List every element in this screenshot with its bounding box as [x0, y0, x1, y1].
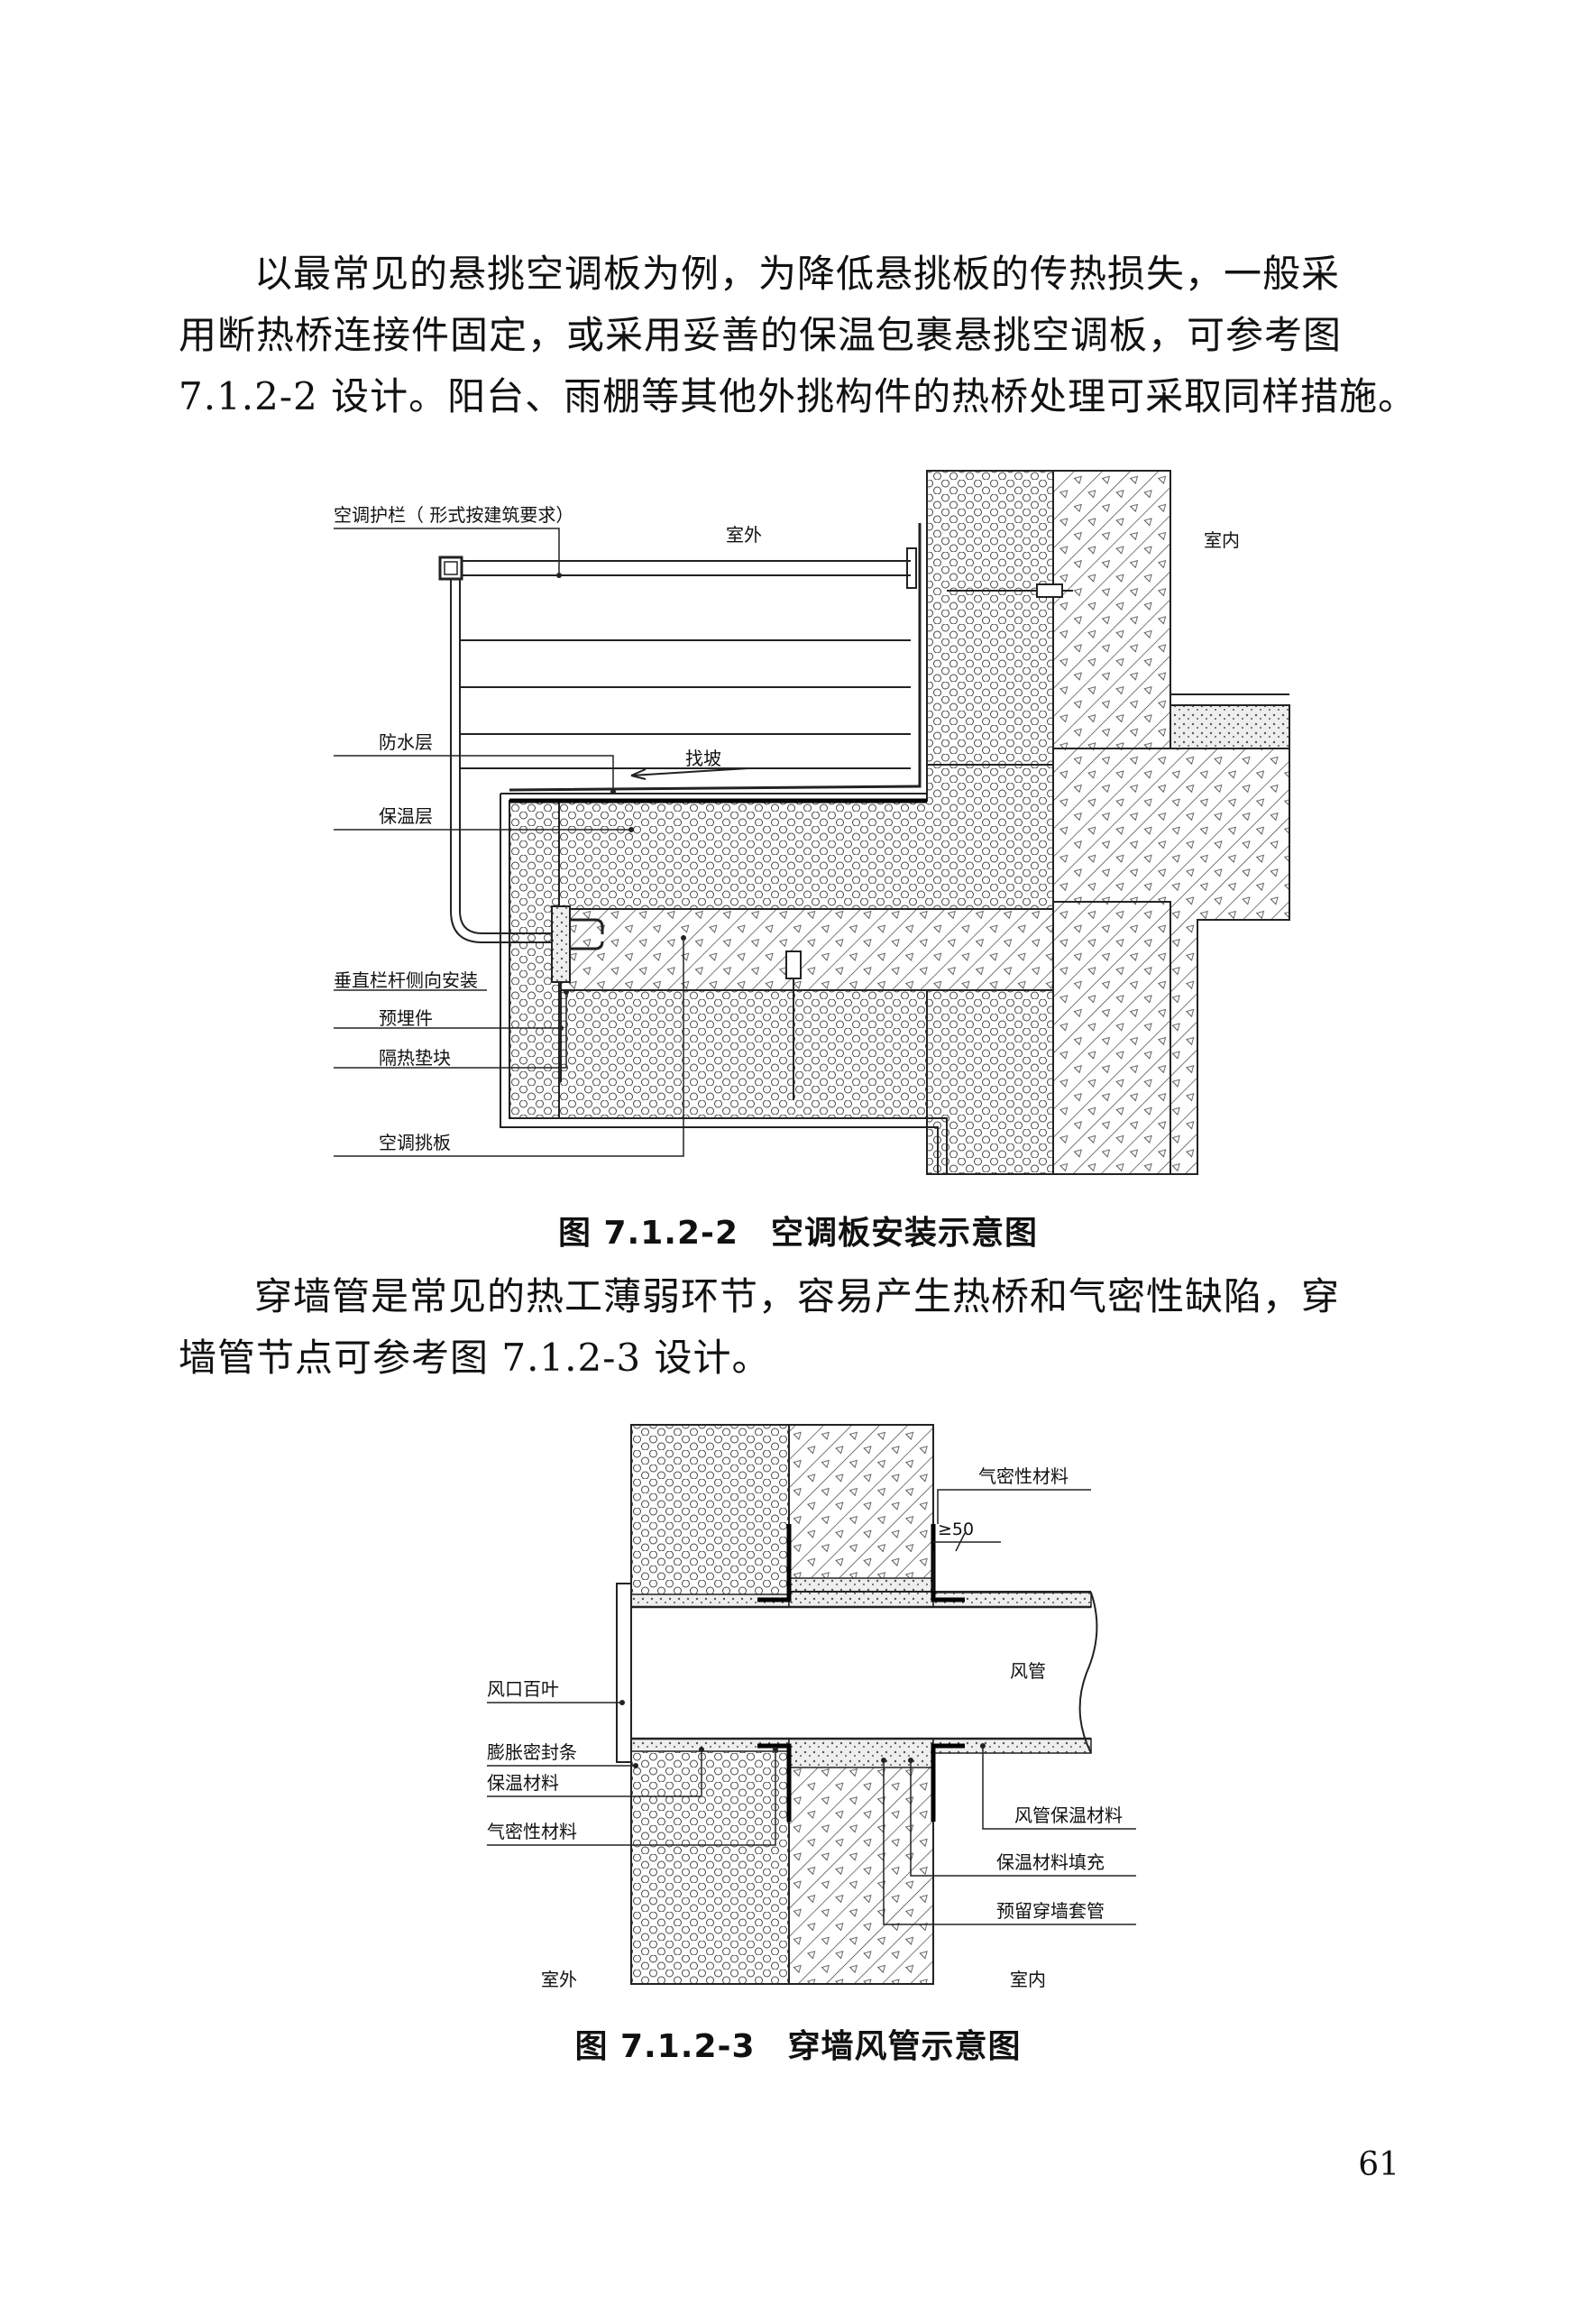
page-number: 61 [1358, 2146, 1399, 2183]
label-railing: 空调护栏（ 形式按建筑要求） [334, 504, 573, 526]
paragraph-line: 用断热桥连接件固定，或采用妥善的保温包裹悬挑空调板，可参考图 [179, 313, 1343, 357]
caption-title: 穿墙风管示意图 [787, 2028, 1022, 2065]
label-duct: 风管 [1010, 1660, 1046, 1682]
floor-screed [1169, 704, 1290, 749]
paragraph-line: 以最常见的悬挑空调板为例，为降低悬挑板的传热损失，一般采 [254, 252, 1341, 296]
floor-slab [1052, 748, 1290, 1175]
label-outdoor: 室外 [726, 524, 762, 546]
label-embedded: 预埋件 [379, 1007, 433, 1029]
caption-number: 图 7.1.2-3 [574, 2028, 756, 2065]
paragraph-1: 以最常见的悬挑空调板为例，为降低悬挑板的传热损失，一般采 用断热桥连接件固定，或… [179, 243, 1432, 427]
label-slope: 找坡 [685, 748, 721, 769]
label-insulation-fill: 保温材料填充 [996, 1851, 1105, 1873]
caption-number: 图 7.1.2-2 [557, 1215, 738, 1252]
paragraph-line: 穿墙管是常见的热工薄弱环节，容易产生热桥和气密性缺陷，穿 [254, 1274, 1341, 1318]
label-duct-insulation: 风管保温材料 [1014, 1804, 1123, 1826]
label-ac-slab: 空调挑板 [379, 1132, 451, 1153]
label-seal-strip: 膨胀密封条 [487, 1741, 577, 1763]
label-insulation-material: 保温材料 [487, 1772, 559, 1794]
figure-2-caption: 图 7.1.2-3 穿墙风管示意图 [0, 2020, 1596, 2067]
label-airtight-left: 气密性材料 [487, 1821, 577, 1842]
ac-slab-concrete [558, 908, 1054, 991]
figure-ac-slab-diagram: 空调护栏（ 形式按建筑要求） 室外 室内 防水层 找坡 保温层 垂直栏杆侧向安装… [334, 470, 1290, 1175]
figure-duct-diagram: 气密性材料 ≥50 风口百叶 风管 膨胀密封条 保温材料 气密性材料 风管保温材… [487, 1424, 1136, 1990]
thermal-pad [551, 905, 571, 983]
label-indoor: 室内 [1204, 529, 1240, 551]
label-vertical-rod: 垂直栏杆侧向安装 [334, 969, 478, 991]
paragraph-line: 墙管节点可参考图 7.1.2-3 设计。 [179, 1336, 771, 1380]
label-dimension: ≥50 [938, 1520, 974, 1539]
label-outdoor: 室外 [541, 1969, 577, 1990]
figure-1-caption: 图 7.1.2-2 空调板安装示意图 [0, 1207, 1596, 1253]
railing-tube [438, 556, 463, 581]
paragraph-2: 穿墙管是常见的热工薄弱环节，容易产生热桥和气密性缺陷，穿 墙管节点可参考图 7.… [179, 1266, 1432, 1389]
label-louver: 风口百叶 [487, 1678, 559, 1700]
louver [616, 1583, 632, 1763]
label-indoor: 室内 [1010, 1969, 1046, 1990]
label-sleeve: 预留穿墙套管 [996, 1900, 1105, 1922]
label-insulation: 保温层 [379, 805, 433, 827]
caption-title: 空调板安装示意图 [771, 1215, 1039, 1252]
label-thermal-pad: 隔热垫块 [379, 1047, 451, 1069]
paragraph-line: 7.1.2-2 设计。阳台、雨棚等其他外挑构件的热桥处理可采取同样措施。 [179, 374, 1417, 418]
label-waterproof: 防水层 [379, 731, 433, 753]
label-airtight-top: 气密性材料 [978, 1465, 1069, 1487]
